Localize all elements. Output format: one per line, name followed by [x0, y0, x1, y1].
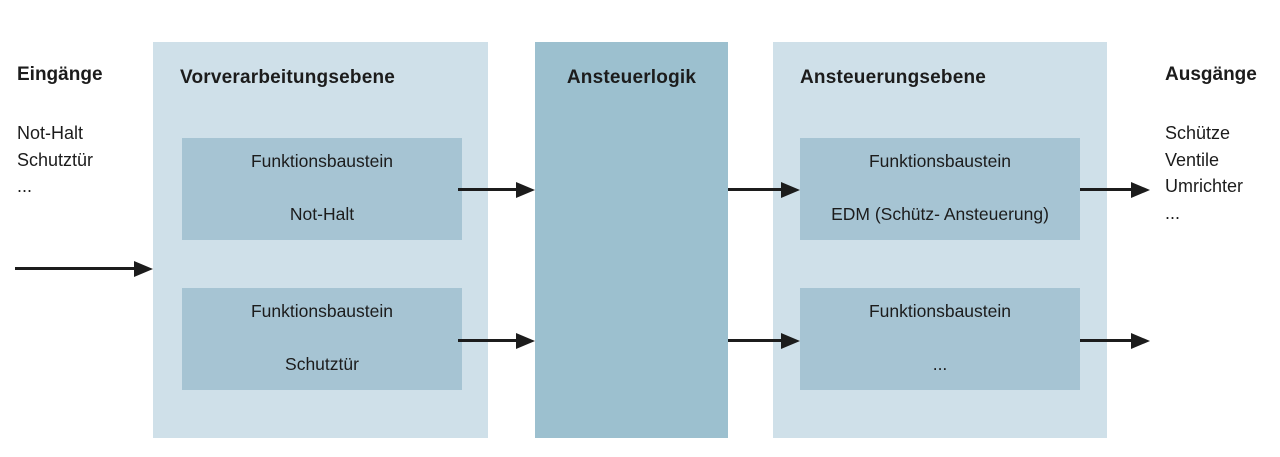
arrow-logic-to-edm [728, 181, 800, 198]
function-box-schutztuer: Funktionsbaustein Schutztür [182, 288, 462, 390]
inputs-list: Not-Halt Schutztür ... [17, 120, 93, 200]
arrow-logic-to-ellipsis-box [728, 332, 800, 349]
function-box-name: Not-Halt [289, 203, 355, 224]
function-box-name: ... [932, 353, 948, 374]
input-item-ellipsis: ... [17, 176, 33, 196]
output-item-umrichter: Umrichter [1165, 176, 1244, 196]
function-box-name: EDM (Schütz- Ansteuerung) [831, 203, 1049, 224]
function-box-ellipsis: Funktionsbaustein ... [800, 288, 1080, 390]
function-box-not-halt: Funktionsbaustein Not-Halt [182, 138, 462, 240]
input-item-schutztuer: Schutztür [17, 149, 94, 170]
function-box-label: Funktionsbaustein [250, 301, 394, 321]
arrow-not-halt-to-logic [458, 181, 535, 198]
output-item-ellipsis: ... [1165, 202, 1181, 223]
panel-control-title: Ansteuerungsebene [800, 67, 987, 88]
output-item-ventile: Ventile [1165, 149, 1220, 170]
function-box-label: Funktionsbaustein [868, 301, 1012, 321]
panel-preprocessing-title: Vorverarbeitungsebene [180, 67, 396, 88]
panel-logic: Ansteuerlogik [535, 42, 728, 438]
function-box-name: Schutztür [285, 353, 359, 374]
arrow-edm-to-outputs [1080, 181, 1150, 198]
outputs-list: Schütze Ventile Umrichter ... [1165, 120, 1243, 226]
panel-logic-title: Ansteuerlogik [566, 67, 697, 88]
arrow-ellipsis-box-to-outputs [1080, 332, 1150, 349]
arrow-inputs-to-preprocessing [15, 260, 153, 277]
inputs-title: Eingänge [17, 64, 103, 85]
function-box-label: Funktionsbaustein [868, 151, 1012, 171]
outputs-title: Ausgänge [1165, 64, 1257, 85]
arrow-schutztuer-to-logic [458, 332, 535, 349]
function-box-edm: Funktionsbaustein EDM (Schütz- Ansteueru… [800, 138, 1080, 240]
input-item-not-halt: Not-Halt [17, 123, 84, 143]
function-box-label: Funktionsbaustein [250, 151, 394, 171]
output-item-schuetze: Schütze [1165, 123, 1231, 143]
panel-control: Ansteuerungsebene Funktionsbaustein EDM … [773, 42, 1107, 438]
panel-preprocessing: Vorverarbeitungsebene Funktionsbaustein … [153, 42, 488, 438]
